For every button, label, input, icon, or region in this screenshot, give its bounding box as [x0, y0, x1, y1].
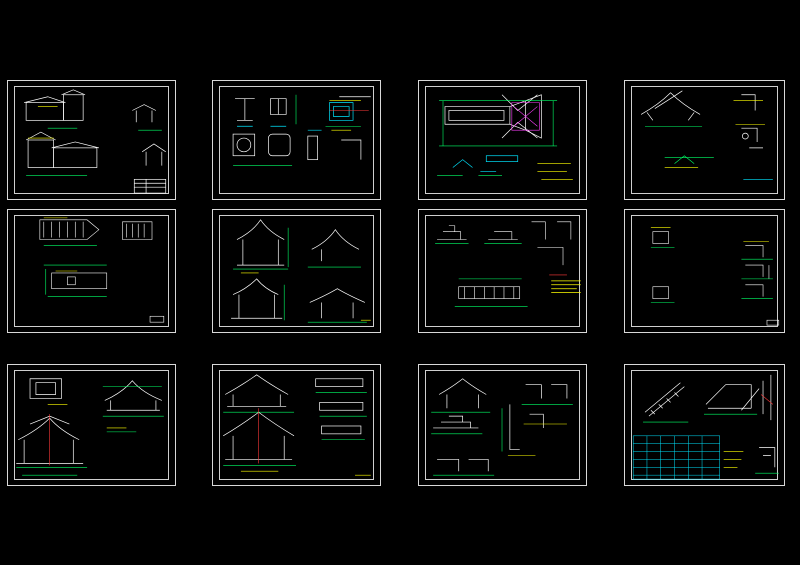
sheet-frame: [425, 370, 580, 480]
sheet-frame: [14, 370, 169, 480]
drawing-sheet[interactable]: [212, 209, 381, 333]
sheet-frame: [631, 370, 778, 480]
sheet-linework: [650, 227, 780, 326]
drawing-sheet[interactable]: [624, 364, 785, 486]
sheet-frame: [14, 86, 169, 194]
drawing-sheet[interactable]: [418, 209, 587, 333]
sheet-linework: [431, 378, 573, 476]
sheet-linework: [16, 378, 164, 476]
drawing-sheet[interactable]: [418, 364, 587, 486]
drawing-sheet[interactable]: [212, 80, 381, 200]
sheet-frame: [219, 215, 374, 327]
sheet-linework: [437, 94, 573, 180]
sheet-linework: [435, 221, 581, 307]
sheet-frame: [631, 215, 778, 327]
drawing-sheet[interactable]: [418, 80, 587, 200]
sheet-frame: [425, 86, 580, 194]
sheet-frame: [631, 86, 778, 194]
sheet-frame: [425, 215, 580, 327]
sheet-frame: [14, 215, 169, 327]
sheet-linework: [223, 374, 371, 476]
drawing-sheet[interactable]: [7, 364, 176, 486]
drawing-sheet[interactable]: [7, 209, 176, 333]
sheet-frame: [219, 86, 374, 194]
drawing-sheet[interactable]: [212, 364, 381, 486]
drawing-sheet[interactable]: [624, 209, 785, 333]
sheet-frame: [219, 370, 374, 480]
sheet-linework: [232, 94, 371, 166]
sheet-linework: [39, 217, 165, 323]
drawing-sheet[interactable]: [624, 80, 785, 200]
sheet-linework: [231, 219, 371, 323]
sheet-linework: [640, 90, 773, 180]
sheet-linework: [632, 374, 779, 480]
drawing-sheet[interactable]: [7, 80, 176, 200]
sheet-linework: [24, 89, 167, 194]
